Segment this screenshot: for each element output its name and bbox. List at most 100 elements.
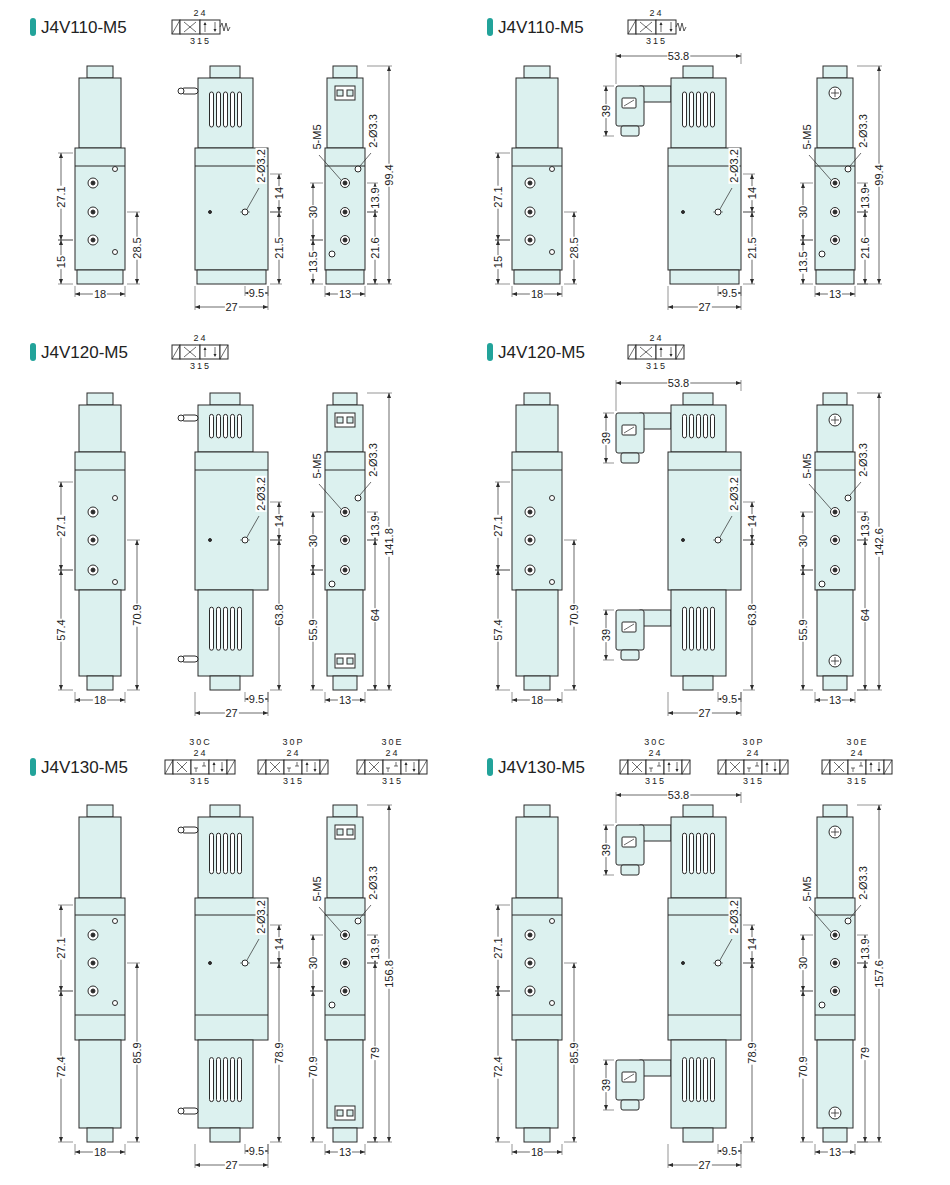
leader-line bbox=[809, 155, 831, 180]
din-arm bbox=[640, 1060, 671, 1076]
end-cap bbox=[670, 270, 739, 284]
port bbox=[341, 536, 350, 545]
din-mark bbox=[622, 425, 636, 435]
extension-line bbox=[270, 502, 282, 503]
dimension-arrow bbox=[815, 1150, 820, 1154]
dimension-arrow bbox=[863, 279, 867, 284]
flow-arrow bbox=[214, 763, 215, 772]
extension-line bbox=[58, 153, 73, 154]
solenoid-coil bbox=[671, 405, 726, 452]
flow-arrow bbox=[767, 763, 768, 772]
flow-arrow bbox=[184, 22, 196, 32]
dimension-arrow bbox=[120, 698, 125, 702]
model-title: J4V120-M5 bbox=[497, 343, 586, 362]
dimension-arrow bbox=[736, 305, 741, 309]
dimension-label: 30 bbox=[798, 956, 809, 970]
port-bore bbox=[833, 989, 837, 993]
dimension-arrow bbox=[277, 685, 281, 690]
dimension-arrow bbox=[496, 991, 500, 996]
port-number: 315 bbox=[644, 362, 668, 371]
coil-rib bbox=[697, 1058, 701, 1102]
port bbox=[88, 535, 98, 545]
dimension-arrow bbox=[604, 1060, 608, 1065]
port bbox=[341, 208, 350, 217]
extension-line bbox=[270, 540, 282, 541]
section-line bbox=[325, 1015, 365, 1016]
flow-arrow bbox=[414, 762, 415, 771]
blocked-port bbox=[659, 762, 660, 766]
dimension-arrow bbox=[277, 925, 281, 930]
dimension-arrow bbox=[668, 305, 673, 309]
dimension-label: 14 bbox=[747, 514, 758, 528]
coil-rib bbox=[683, 1058, 687, 1102]
extension-line bbox=[857, 540, 868, 541]
section-line bbox=[75, 915, 125, 916]
valve-body bbox=[75, 452, 125, 590]
dimension-arrow bbox=[387, 1137, 391, 1142]
coil-rib bbox=[238, 414, 242, 438]
solenoid-coil bbox=[198, 817, 253, 898]
dimension-arrow bbox=[668, 711, 673, 715]
dimension-arrow bbox=[59, 240, 63, 245]
port-bore bbox=[91, 510, 95, 514]
dimension-label: 21.5 bbox=[747, 236, 758, 259]
din-mark-line bbox=[624, 427, 634, 433]
extension-line bbox=[310, 991, 323, 992]
dimension-arrow bbox=[59, 1137, 63, 1142]
dimension-arrow bbox=[277, 279, 281, 284]
blocked-port bbox=[204, 762, 205, 766]
solenoid-actuator bbox=[718, 760, 726, 774]
solenoid-actuator bbox=[220, 345, 228, 359]
flow-arrow bbox=[671, 347, 672, 356]
dimension-label: 30 bbox=[308, 534, 319, 548]
end-cap bbox=[333, 66, 357, 78]
port-bore bbox=[343, 933, 347, 937]
solenoid-coil bbox=[516, 405, 558, 452]
coil-rib bbox=[217, 607, 221, 650]
dimension-label: 39 bbox=[601, 104, 612, 118]
dimension-arrow bbox=[815, 292, 820, 296]
extension-line bbox=[562, 692, 563, 703]
extension-line bbox=[603, 1110, 614, 1111]
extension-line bbox=[310, 284, 323, 285]
dimension-arrow bbox=[496, 905, 500, 910]
mounting-hole bbox=[113, 250, 118, 255]
valve-position bbox=[200, 20, 220, 34]
end-cap bbox=[87, 805, 113, 817]
coil-rib bbox=[690, 92, 694, 127]
solenoid-actuator bbox=[620, 760, 628, 774]
dimension-label: 27 bbox=[697, 708, 711, 719]
extension-line bbox=[268, 286, 269, 310]
coil-rib bbox=[210, 607, 214, 650]
solenoid-coil bbox=[198, 405, 253, 452]
coil-rib bbox=[210, 414, 214, 438]
callout-label: 2-Ø3.2 bbox=[729, 148, 740, 184]
valve-position bbox=[200, 345, 220, 359]
port-bore bbox=[833, 568, 837, 572]
callout-label: 5-M5 bbox=[802, 875, 813, 902]
dimension-label: 27 bbox=[224, 302, 238, 313]
dimension-arrow bbox=[863, 212, 867, 217]
dimension-label: 13.5 bbox=[798, 250, 809, 273]
dimension-arrow bbox=[801, 279, 805, 284]
port-bore bbox=[528, 181, 532, 185]
symbol-code: 30E bbox=[379, 738, 404, 747]
din-plug bbox=[616, 1060, 644, 1100]
port-number: 24 bbox=[647, 9, 664, 18]
flow-arrow bbox=[215, 347, 216, 356]
port-number: 315 bbox=[380, 777, 404, 786]
dimension-label: 72.4 bbox=[56, 1055, 67, 1078]
port bbox=[341, 179, 350, 188]
valve-position bbox=[284, 760, 302, 774]
dimension-arrow bbox=[801, 240, 805, 245]
solenoid-coil bbox=[817, 405, 853, 452]
valve-body bbox=[325, 898, 365, 1040]
dimension-label: 30 bbox=[798, 534, 809, 548]
screw-slot bbox=[835, 416, 836, 424]
mounting-hole bbox=[550, 496, 555, 501]
dimension-arrow bbox=[557, 698, 562, 702]
dimension-arrow bbox=[604, 825, 608, 830]
extension-line bbox=[718, 1144, 719, 1154]
callout-label: 2-Ø3.2 bbox=[256, 899, 267, 935]
dimension-label: 70.9 bbox=[798, 1055, 809, 1078]
